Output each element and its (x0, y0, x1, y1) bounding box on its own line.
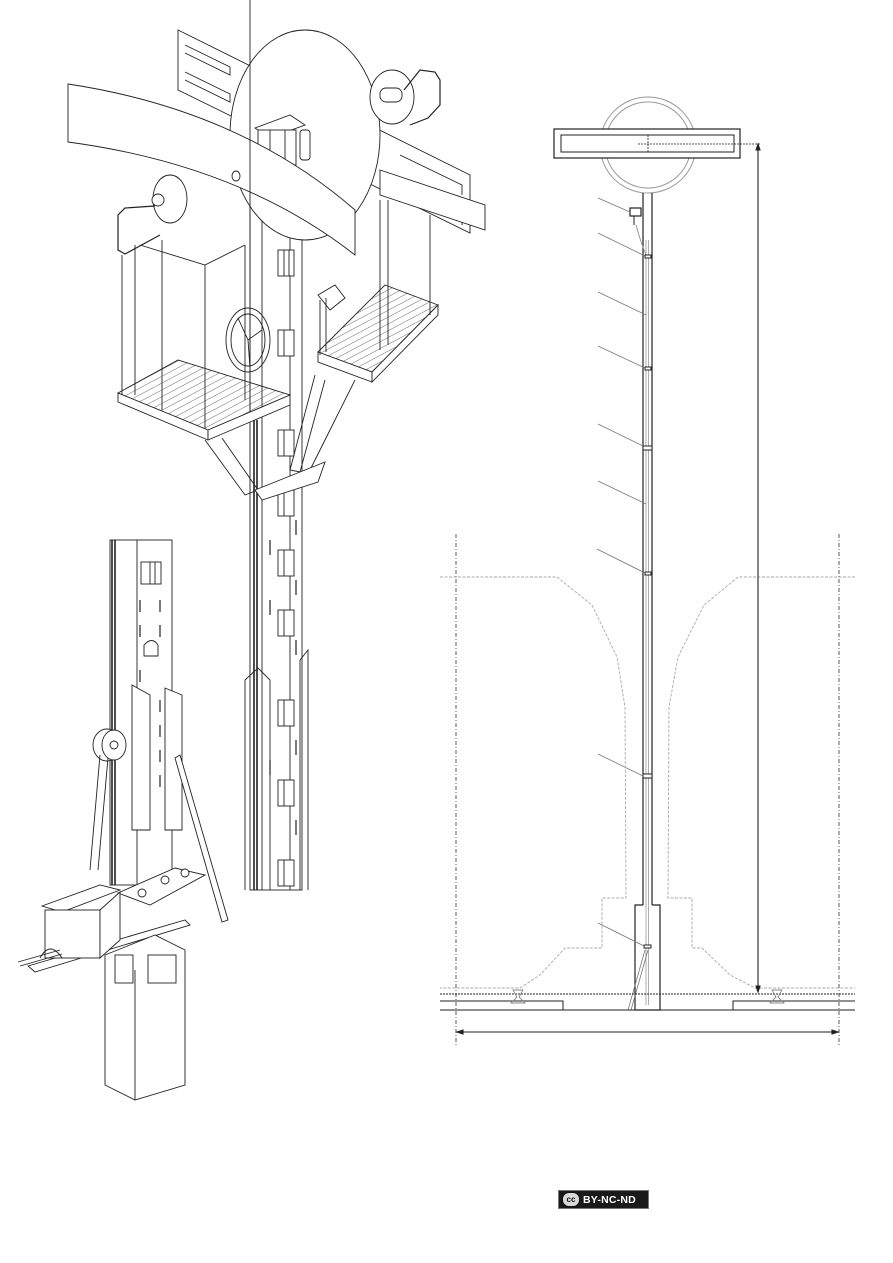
right-grated-platform (317, 200, 439, 384)
leader-7 (596, 548, 646, 574)
small-disc-left (117, 174, 188, 255)
support-braces (204, 374, 356, 501)
pulley-wheel (89, 728, 127, 871)
rail-left (509, 989, 527, 1004)
license-text: BY-NC-ND (583, 1193, 636, 1206)
small-disc-right (369, 69, 441, 126)
curved-beam (67, 83, 356, 256)
elevation-mast (627, 193, 661, 1011)
slotted-mast-upper (244, 179, 309, 891)
callout-leader-lines (596, 197, 647, 947)
slotted-mast-lower (109, 539, 229, 923)
foundation-column (104, 934, 186, 1101)
head-frame-inner (560, 134, 735, 153)
head-frame-outer (553, 128, 741, 159)
leader-6 (597, 480, 647, 505)
rails-and-ground (440, 989, 855, 1011)
license-badge[interactable]: cc BY-NC-ND (558, 1190, 649, 1209)
cable-box (17, 884, 122, 967)
leader-3 (597, 291, 647, 316)
elevation-drawing (440, 96, 855, 1045)
handwheel (225, 307, 271, 373)
leader-8 (597, 753, 644, 777)
lower-isometric-drawing (17, 539, 229, 1101)
leader-2 (597, 232, 646, 257)
rail-right (768, 989, 786, 1004)
side-centerlines (455, 534, 840, 1045)
leader-5 (597, 423, 644, 447)
tunnel-profile (440, 576, 855, 989)
leader-9 (597, 922, 645, 947)
leader-1 (597, 197, 631, 213)
upper-isometric-drawing (67, 0, 486, 891)
cc-icon: cc (562, 1192, 580, 1207)
dimension-lines (455, 142, 840, 1035)
left-grated-platform (116, 359, 292, 441)
leader-4 (597, 345, 646, 369)
